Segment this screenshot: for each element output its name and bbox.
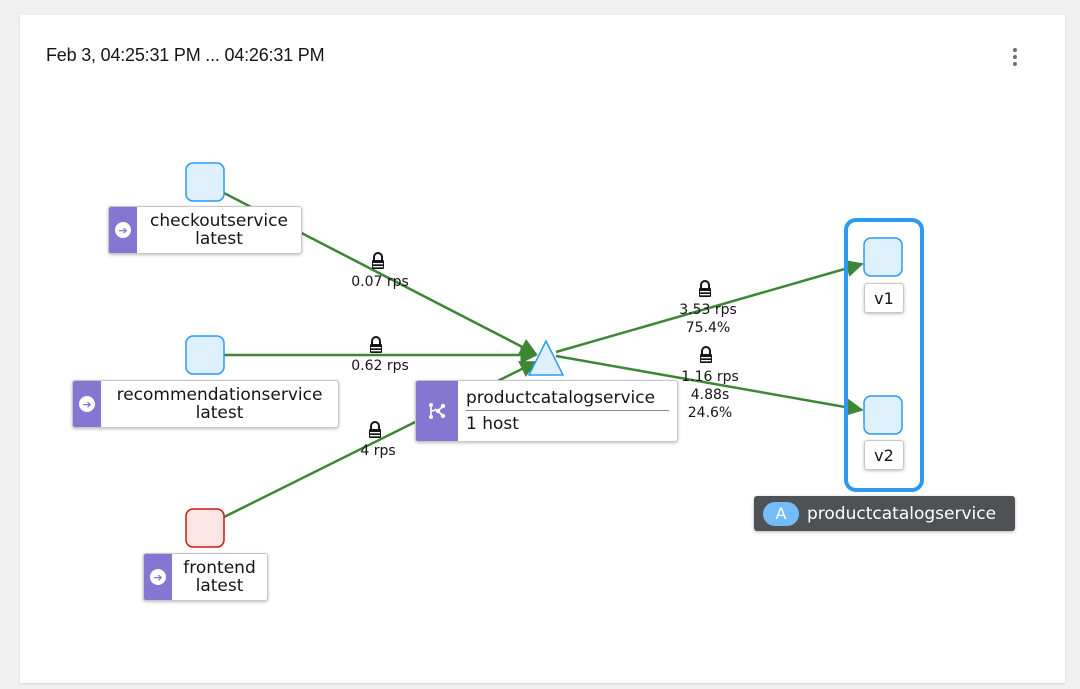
lock-icon bbox=[368, 421, 382, 439]
edge-catalog-to-v1[interactable] bbox=[555, 259, 864, 354]
version-label-v2[interactable]: v2 bbox=[864, 440, 904, 470]
workload-version: latest bbox=[195, 403, 244, 423]
time-range-title: Feb 3, 04:25:31 PM ... 04:26:31 PM bbox=[46, 45, 325, 65]
workload-name: checkoutservice bbox=[150, 211, 288, 231]
kebab-icon[interactable] bbox=[1004, 44, 1026, 70]
version-node-v1[interactable] bbox=[863, 237, 903, 277]
app-label-productcatalogservice[interactable]: A productcatalogservice bbox=[754, 496, 1015, 531]
workload-arrow-icon: ➔ bbox=[79, 396, 95, 412]
workload-label-frontend[interactable]: ➔ frontend latest bbox=[143, 553, 268, 601]
workload-node-recommendationservice[interactable] bbox=[185, 335, 225, 375]
workload-label-recommendationservice[interactable]: ➔ recommendationservice latest bbox=[72, 380, 339, 428]
edge-label-rps: 0.62 rps bbox=[351, 358, 409, 374]
lock-icon bbox=[699, 346, 713, 364]
workload-arrow-icon: ➔ bbox=[150, 569, 166, 585]
service-badge bbox=[416, 381, 458, 441]
version-node-v2[interactable] bbox=[863, 395, 903, 435]
service-share-icon bbox=[429, 403, 446, 419]
edge-label-rps: 0.07 rps bbox=[351, 274, 409, 290]
service-node-productcatalogservice[interactable] bbox=[527, 339, 565, 376]
app-box-productcatalogservice[interactable] bbox=[844, 218, 924, 492]
edge-label-latency: 4.88s bbox=[691, 387, 729, 403]
workload-name: frontend bbox=[183, 558, 256, 578]
workload-version: latest bbox=[195, 576, 244, 596]
lock-icon bbox=[698, 280, 712, 298]
workload-version: latest bbox=[195, 229, 243, 249]
workload-node-checkoutservice[interactable] bbox=[185, 162, 225, 202]
app-name: productcatalogservice bbox=[807, 503, 997, 524]
edge-label-rps: 4 rps bbox=[360, 443, 395, 459]
edge-label-rps: 1.16 rps bbox=[681, 369, 739, 385]
workload-arrow-icon: ➔ bbox=[115, 222, 131, 238]
edge-label-percent: 75.4% bbox=[686, 320, 730, 336]
app-badge: A bbox=[763, 501, 799, 526]
workload-label-checkoutservice[interactable]: ➔ checkoutservice latest bbox=[108, 206, 302, 254]
edge-label-percent: 24.6% bbox=[688, 405, 732, 421]
edge-label-rps: 3.53 rps bbox=[679, 302, 737, 318]
workload-name: recommendationservice bbox=[116, 385, 323, 405]
workload-badge: ➔ bbox=[73, 381, 101, 427]
lock-icon bbox=[371, 252, 385, 270]
workload-badge: ➔ bbox=[144, 554, 172, 600]
workload-badge: ➔ bbox=[109, 207, 137, 253]
edge-catalog-to-v2[interactable] bbox=[555, 354, 864, 416]
lock-icon bbox=[369, 336, 383, 354]
workload-node-frontend[interactable] bbox=[185, 508, 225, 548]
service-name: productcatalogservice bbox=[466, 389, 669, 411]
service-hosts: 1 host bbox=[466, 414, 519, 434]
service-label-productcatalogservice[interactable]: productcatalogservice 1 host bbox=[415, 380, 678, 442]
version-label-v1[interactable]: v1 bbox=[864, 283, 904, 313]
